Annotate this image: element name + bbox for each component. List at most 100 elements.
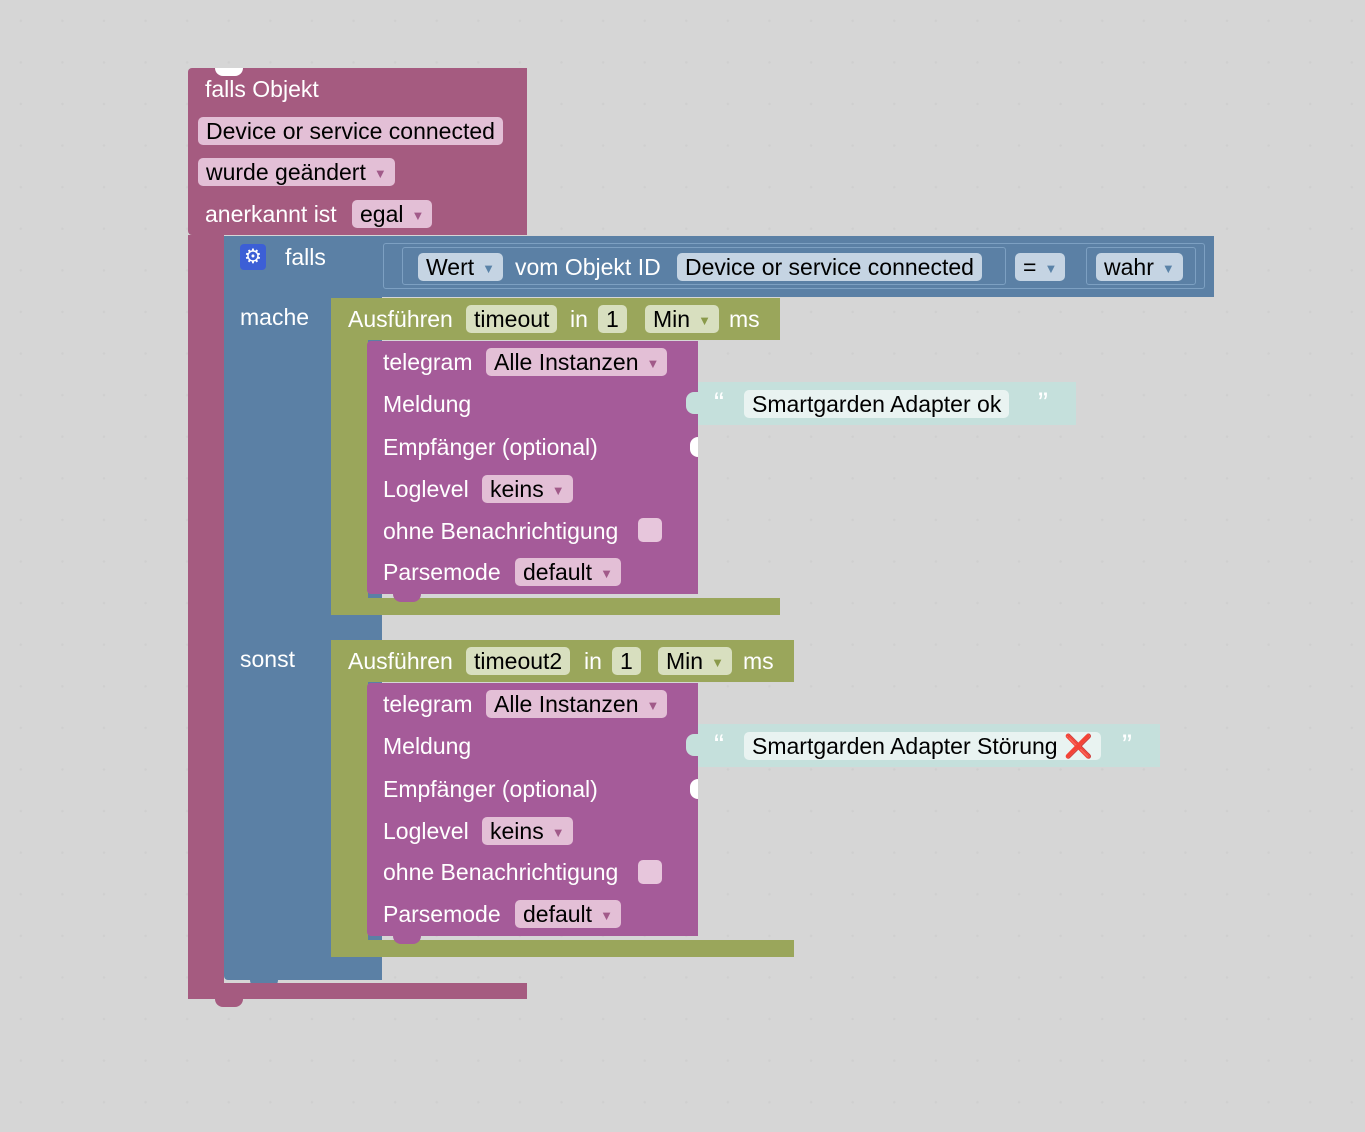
chevron-down-icon: ▼ <box>1044 261 1058 276</box>
trigger-object-label: Device or service connected <box>206 118 495 144</box>
telegram-1-instance: Alle Instanzen <box>494 349 639 375</box>
timeout-2-unit: Min <box>666 648 704 674</box>
timeout-2-label: Ausführen <box>348 648 453 674</box>
chevron-down-icon: ▼ <box>551 483 565 498</box>
trigger-title: falls Objekt <box>205 76 319 102</box>
timeout-1-label: Ausführen <box>348 306 453 332</box>
chevron-down-icon: ▼ <box>711 655 724 670</box>
timeout-2-name: timeout2 <box>474 648 563 674</box>
trigger-top-notch <box>215 68 243 76</box>
telegram-2-message-field[interactable]: Smartgarden Adapter Störung ❌ <box>744 732 1101 760</box>
bool-label: wahr <box>1104 254 1154 280</box>
telegram-block-1[interactable] <box>367 341 698 594</box>
chevron-down-icon: ▼ <box>411 208 425 223</box>
timeout-1-unit: Min <box>653 306 691 332</box>
timeout-1-amount-field[interactable]: 1 <box>598 305 627 333</box>
timeout-1-in-label: in <box>570 306 588 332</box>
else-label: sonst <box>240 646 295 672</box>
telegram-1-recipient-socket[interactable] <box>690 437 698 457</box>
telegram-2-message-label: Meldung <box>383 733 472 759</box>
trigger-ack-value: egal <box>360 201 404 227</box>
timeout-2-amount-field[interactable]: 1 <box>612 647 641 675</box>
telegram-2-silent-label: ohne Benachrichtigung <box>383 859 619 885</box>
timeout-block-1-bottom <box>331 598 780 615</box>
chevron-down-icon: ▼ <box>482 261 496 276</box>
telegram-1-loglevel-dropdown[interactable]: keins ▼ <box>482 475 573 503</box>
value-dropdown-label: Wert <box>426 254 475 280</box>
chevron-down-icon: ▼ <box>698 313 711 328</box>
cross-mark-icon: ❌ <box>1063 733 1093 759</box>
telegram-1-message-text: Smartgarden Adapter ok <box>752 391 1002 417</box>
trigger-bottom-notch <box>215 999 243 1007</box>
telegram-1-label: telegram <box>383 349 473 375</box>
telegram-2-message-text: Smartgarden Adapter Störung <box>752 733 1058 759</box>
chevron-down-icon: ▼ <box>646 356 660 371</box>
telegram-2-label: telegram <box>383 691 473 717</box>
telegram-2-recipient-label: Empfänger (optional) <box>383 776 598 802</box>
telegram-1-silent-checkbox[interactable] <box>638 518 662 542</box>
telegram-1-recipient-label: Empfänger (optional) <box>383 434 598 460</box>
trigger-left-column <box>188 235 224 999</box>
quote-close-icon: ” <box>1038 387 1048 420</box>
telegram-2-loglevel: keins <box>490 818 544 844</box>
chevron-down-icon: ▼ <box>646 698 660 713</box>
trigger-ack-label: anerkannt ist <box>205 201 337 227</box>
operator-label: = <box>1023 254 1037 280</box>
trigger-bottom-bar <box>188 983 527 999</box>
timeout-2-unit-dropdown[interactable]: Min ▼ <box>658 647 732 675</box>
telegram-2-parsemode-label: Parsemode <box>383 901 501 927</box>
telegram-1-bottom-notch <box>393 594 421 602</box>
timeout-1-ms-label: ms <box>729 306 760 332</box>
telegram-2-parsemode-dropdown[interactable]: default ▼ <box>515 900 621 928</box>
telegram-1-silent-label: ohne Benachrichtigung <box>383 518 619 544</box>
timeout-2-name-field[interactable]: timeout2 <box>466 647 571 675</box>
condition-object-field[interactable]: Device or service connected <box>677 253 982 281</box>
telegram-2-silent-checkbox[interactable] <box>638 860 662 884</box>
telegram-1-loglevel: keins <box>490 476 544 502</box>
telegram-1-message-field[interactable]: Smartgarden Adapter ok <box>744 390 1010 418</box>
timeout-2-in-label: in <box>584 648 602 674</box>
telegram-2-loglevel-label: Loglevel <box>383 818 469 844</box>
telegram-1-parsemode: default <box>523 559 593 585</box>
telegram-2-loglevel-dropdown[interactable]: keins ▼ <box>482 817 573 845</box>
chevron-down-icon: ▼ <box>1161 261 1175 276</box>
telegram-2-bottom-notch <box>393 936 421 944</box>
timeout-block-1-side <box>331 298 368 615</box>
from-object-label: vom Objekt ID <box>515 254 661 280</box>
timeout-1-unit-dropdown[interactable]: Min ▼ <box>645 305 719 333</box>
chevron-down-icon: ▼ <box>551 825 565 840</box>
quote-open-icon: “ <box>714 387 724 420</box>
chevron-down-icon: ▼ <box>600 566 613 581</box>
condition-object-label: Device or service connected <box>685 254 974 280</box>
timeout-1-name-field[interactable]: timeout <box>466 305 558 333</box>
telegram-1-parsemode-dropdown[interactable]: default ▼ <box>515 558 621 586</box>
telegram-2-parsemode: default <box>523 901 593 927</box>
chevron-down-icon: ▼ <box>600 908 613 923</box>
trigger-object-field[interactable]: Device or service connected <box>198 117 503 145</box>
timeout-1-name: timeout <box>474 306 550 332</box>
trigger-event-dropdown[interactable]: wurde geändert▼ <box>198 158 395 186</box>
quote-open-icon: “ <box>714 729 724 762</box>
gear-icon[interactable]: ⚙ <box>240 244 266 270</box>
bool-dropdown[interactable]: wahr ▼ <box>1096 253 1183 281</box>
do-label: mache <box>240 304 310 330</box>
timeout-2-amount: 1 <box>620 648 633 674</box>
value-dropdown[interactable]: Wert ▼ <box>418 253 504 281</box>
telegram-2-recipient-socket[interactable] <box>690 779 698 799</box>
telegram-1-instance-dropdown[interactable]: Alle Instanzen ▼ <box>486 348 668 376</box>
telegram-1-parsemode-label: Parsemode <box>383 559 501 585</box>
telegram-block-2[interactable] <box>367 683 698 936</box>
operator-dropdown[interactable]: =▼ <box>1015 253 1066 281</box>
timeout-2-ms-label: ms <box>743 648 774 674</box>
timeout-block-2-side <box>331 640 368 957</box>
timeout-1-amount: 1 <box>606 306 619 332</box>
telegram-2-instance-dropdown[interactable]: Alle Instanzen ▼ <box>486 690 668 718</box>
if-label: falls <box>285 244 326 270</box>
chevron-down-icon: ▼ <box>373 166 387 181</box>
trigger-ack-dropdown[interactable]: egal ▼ <box>352 200 433 228</box>
quote-close-icon: ” <box>1122 729 1132 762</box>
timeout-block-2-bottom <box>331 940 794 957</box>
text-block-1-plug <box>686 392 700 414</box>
text-block-2-plug <box>686 734 700 756</box>
telegram-2-instance: Alle Instanzen <box>494 691 639 717</box>
